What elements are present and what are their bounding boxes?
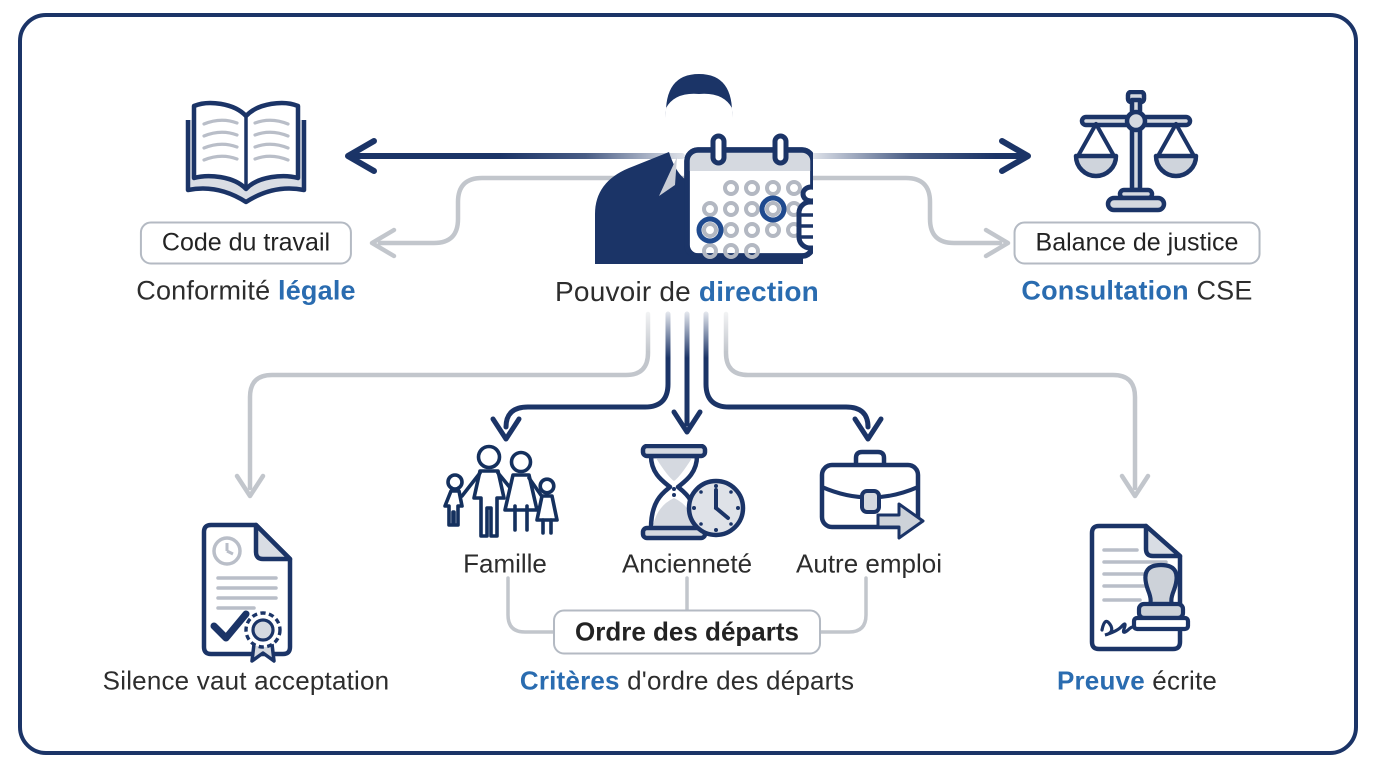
caption-consultation-cse: Consultation CSE (1021, 276, 1252, 307)
caption-highlight: légale (278, 275, 356, 306)
caption-highlight: Preuve (1056, 665, 1145, 696)
caption-text: Silence vaut acceptation (102, 665, 390, 696)
caption-silence-vaut-acceptation: Silence vaut acceptation (103, 666, 390, 697)
code-du-travail-box: Code du travail (139, 221, 353, 265)
caption-text: Conformité (136, 275, 278, 306)
caption-conformite-legale: Conformité légale (136, 276, 356, 307)
briefcase-arrow-icon (819, 449, 925, 540)
caption-text: écrite (1144, 665, 1218, 696)
caption-pouvoir-de-direction: Pouvoir de direction (555, 276, 819, 308)
label-autre-emploi: Autre emploi (796, 548, 942, 579)
hourglass-clock-icon (640, 444, 746, 541)
open-book-icon (185, 100, 307, 205)
outer-border-frame (18, 13, 1358, 755)
label-anciennete: Ancienneté (621, 548, 753, 579)
justice-scales-icon (1073, 90, 1199, 213)
manager-with-calendar-icon (595, 74, 813, 264)
caption-text: d'ordre des départs (619, 665, 855, 696)
label-famille: Famille (463, 548, 547, 579)
caption-text: Pouvoir de (555, 276, 699, 307)
stamped-document-icon (1089, 523, 1191, 652)
balance-de-justice-box: Balance de justice (1013, 221, 1261, 265)
caption-highlight: Critères (519, 665, 620, 696)
caption-text: CSE (1188, 275, 1253, 306)
caption-preuve-ecrite: Preuve écrite (1057, 666, 1217, 697)
family-icon (443, 444, 559, 538)
caption-criteres-ordre-departs: Critères d'ordre des départs (520, 666, 854, 697)
caption-highlight: direction (698, 276, 819, 307)
ordre-des-departs-box: Ordre des départs (553, 609, 821, 655)
approved-document-icon (201, 522, 293, 663)
caption-highlight: Consultation (1021, 275, 1189, 306)
